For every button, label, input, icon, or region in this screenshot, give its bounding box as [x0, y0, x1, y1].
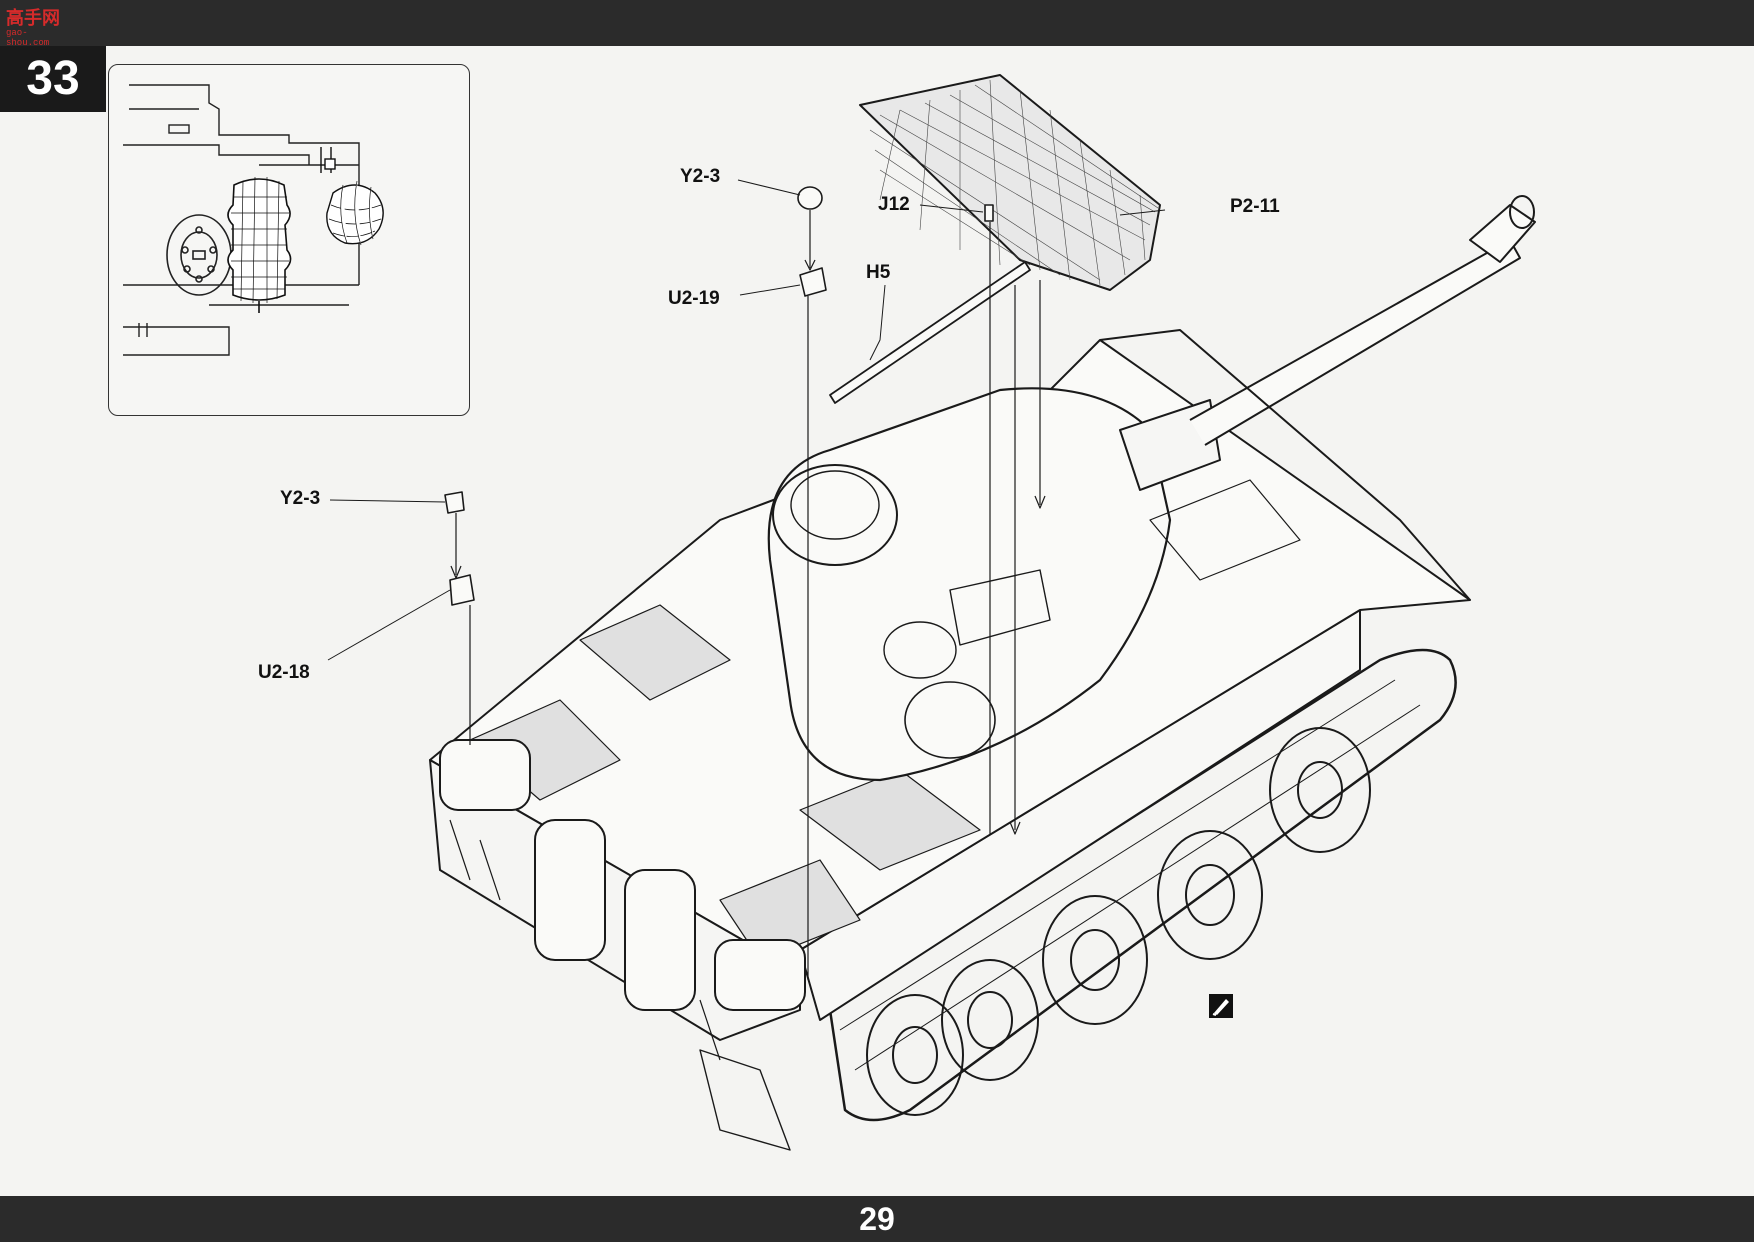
- label-y2-3-left: Y2-3: [280, 488, 321, 509]
- part-u2-18-bracket: [449, 574, 475, 606]
- part-y2-3-left: [444, 491, 465, 514]
- part-j12-pin: [984, 204, 994, 222]
- header-bar: 高手网 gao-shou.com: [0, 0, 1754, 48]
- part-y2-3-top: [797, 186, 823, 210]
- label-u2-18: U2-18: [258, 662, 310, 683]
- label-j12: J12: [878, 194, 910, 215]
- site-logo: 高手网 gao-shou.com: [6, 4, 70, 48]
- logo-text: 高手网: [6, 8, 60, 28]
- label-y2-3-top: Y2-3: [680, 166, 721, 187]
- part-u2-19-bracket: [799, 267, 827, 297]
- engine-grilles: [469, 604, 981, 961]
- footer-bar: [0, 1196, 1754, 1242]
- glue-icon: [1209, 994, 1233, 1018]
- label-h5: H5: [866, 262, 891, 283]
- track-assembly: [828, 648, 1457, 1122]
- logo-subtext: gao-shou.com: [6, 28, 50, 48]
- page-number: 29: [859, 1201, 895, 1237]
- attach-arrows: [450, 210, 1046, 980]
- loader-hatch: [904, 681, 996, 759]
- step-number: 33: [0, 46, 106, 112]
- part-p2-11-net: [859, 74, 1161, 291]
- part-h5-rod: [829, 261, 1031, 404]
- leader-lines: [327, 179, 1166, 661]
- road-wheels: [866, 727, 1371, 1116]
- detail-inset: [108, 64, 470, 416]
- inset-drawing: [123, 84, 384, 356]
- net-bundle: [320, 147, 384, 246]
- gun-barrel: [1189, 195, 1536, 446]
- commander-cupola: [772, 464, 898, 566]
- label-p2-11: P2-11: [1230, 196, 1280, 217]
- tarp-roll: [227, 176, 292, 313]
- exhaust-mufflers: [439, 739, 806, 1011]
- label-u2-19: U2-19: [668, 288, 720, 309]
